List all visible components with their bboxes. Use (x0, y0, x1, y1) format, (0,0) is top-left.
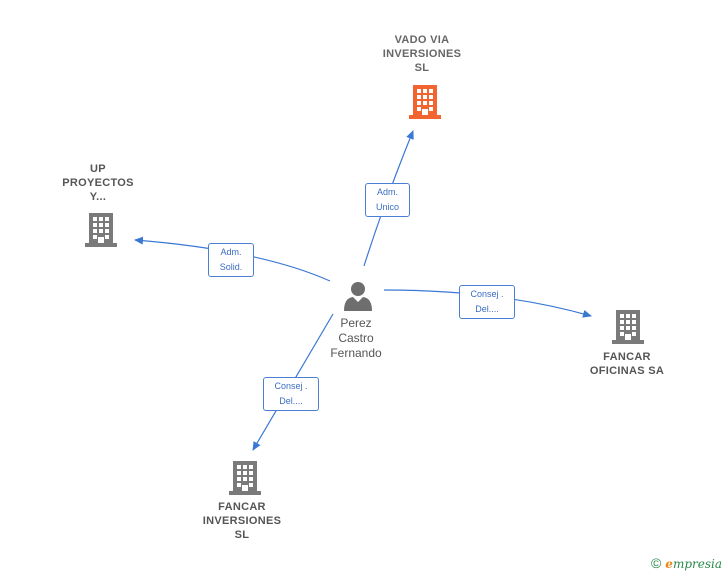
edge-label-fancar-inversiones: Consej . Del.... (263, 377, 319, 411)
person-label[interactable]: Perez Castro Fernando (330, 316, 382, 360)
person-icon[interactable] (343, 281, 373, 311)
building-icon[interactable] (612, 308, 644, 344)
edge-label-up: Adm. Solid. (208, 243, 254, 277)
building-icon[interactable] (85, 211, 117, 247)
company-label-up[interactable]: UP PROYECTOS Y... (62, 163, 134, 203)
company-label-vado[interactable]: VADO VIA INVERSIONES SL (382, 34, 462, 74)
edge-label-vado: Adm. Unico (365, 183, 410, 217)
edge-line-fancar-inversiones (252, 313, 334, 451)
edge-label-fancar-oficinas: Consej . Del.... (459, 285, 515, 319)
company-label-fancar-oficinas[interactable]: FANCAR OFICINAS SA (589, 351, 665, 377)
building-icon[interactable] (409, 83, 441, 119)
building-icon[interactable] (229, 459, 261, 495)
copyright-icon: © (650, 555, 662, 571)
brand-logo: empresia (665, 557, 722, 571)
company-label-fancar-inversiones[interactable]: FANCAR INVERSIONES SL (202, 501, 282, 541)
brand-footer: ©empresia (651, 555, 722, 571)
